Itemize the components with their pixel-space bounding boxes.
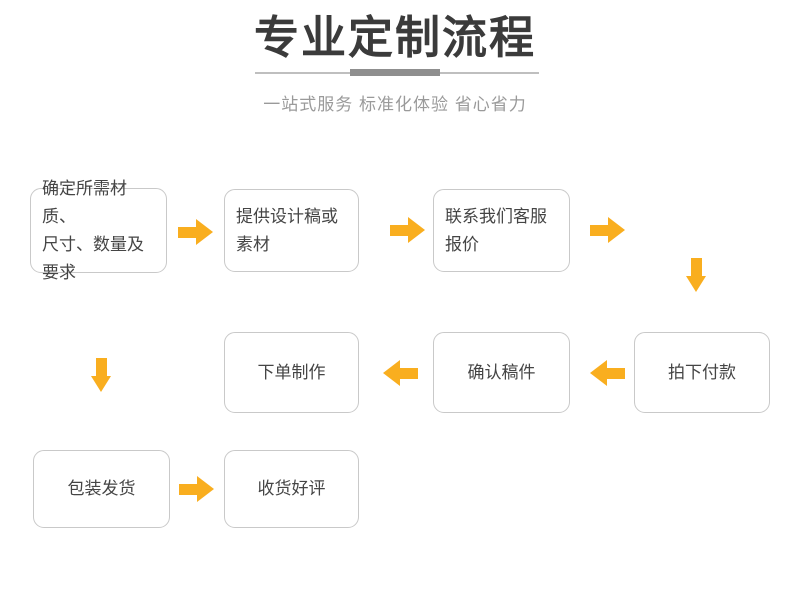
arrow-shaft	[691, 258, 702, 278]
arrow-shaft	[398, 368, 418, 379]
arrow-head	[608, 217, 625, 243]
arrow-head	[408, 217, 425, 243]
flow-step-5[interactable]: 确认稿件	[433, 332, 570, 413]
arrow-head	[91, 376, 111, 392]
arrow-left-icon-2	[383, 360, 418, 387]
arrow-left-icon-1	[590, 360, 625, 387]
arrow-shaft	[605, 368, 625, 379]
arrow-right-icon-1	[178, 219, 213, 246]
arrow-down-icon-2	[91, 358, 112, 392]
title-divider-center	[350, 69, 440, 76]
flow-step-2[interactable]: 提供设计稿或 素材	[224, 189, 359, 272]
arrow-right-icon-2	[390, 217, 425, 244]
flow-step-7[interactable]: 包装发货	[33, 450, 170, 528]
arrow-shaft	[96, 358, 107, 378]
arrow-head	[590, 360, 607, 386]
page-header: 专业定制流程 一站式服务 标准化体验 省心省力	[0, 0, 790, 150]
arrow-shaft	[178, 227, 198, 238]
page-title: 专业定制流程	[253, 12, 536, 63]
flow-step-6[interactable]: 下单制作	[224, 332, 359, 413]
arrow-shaft	[179, 484, 199, 495]
flow-step-4[interactable]: 拍下付款	[634, 332, 770, 413]
arrow-down-icon-1	[686, 258, 707, 292]
arrow-head	[197, 476, 214, 502]
arrow-head	[686, 276, 706, 292]
arrow-right-icon-3	[590, 217, 625, 244]
arrow-head	[383, 360, 400, 386]
arrow-right-icon-4	[179, 476, 214, 503]
flow-step-8[interactable]: 收货好评	[224, 450, 359, 528]
flow-step-1[interactable]: 确定所需材质、 尺寸、数量及 要求	[30, 179, 167, 282]
arrow-shaft	[390, 225, 410, 236]
flow-step-3[interactable]: 联系我们客服 报价	[433, 189, 570, 272]
page-subtitle: 一站式服务 标准化体验 省心省力	[263, 95, 527, 114]
arrow-head	[196, 219, 213, 245]
arrow-shaft	[590, 225, 610, 236]
